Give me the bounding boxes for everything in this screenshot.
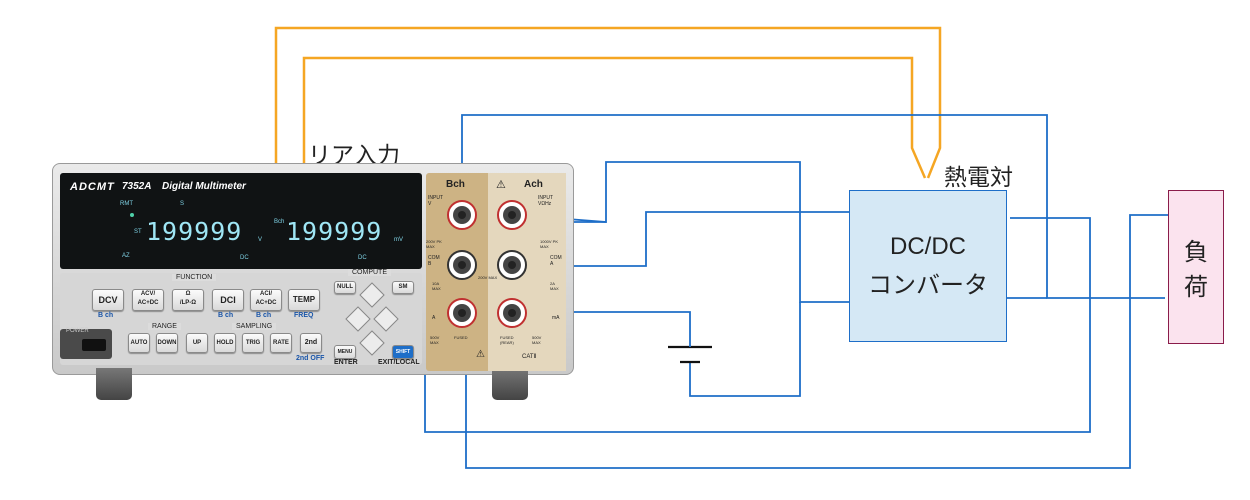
jack-b-input[interactable] <box>447 200 477 230</box>
max-b-amp-label: 10A MAX <box>432 281 441 291</box>
range-group-label: RANGE <box>148 323 181 330</box>
second-function-button[interactable]: 2nd <box>300 333 322 353</box>
v500-b-label: 500V MAX <box>430 335 440 345</box>
jack-a-input[interactable] <box>497 200 527 230</box>
az-indicator: AZ <box>122 253 130 259</box>
wire-a-bottom <box>465 214 1168 469</box>
dci-button[interactable]: DCI <box>212 289 244 311</box>
foot-left <box>96 368 132 400</box>
fused-a-label: FUSED (REAR) <box>500 335 514 345</box>
bch-header: Bch <box>446 179 465 190</box>
trig-button[interactable]: TRIG <box>242 333 264 353</box>
b-mode: DC <box>358 255 367 261</box>
sampling-group-label: SAMPLING <box>232 323 277 330</box>
dcv-sublabel: B ch <box>98 312 114 319</box>
max-mid-label: 200V MAX <box>478 275 498 280</box>
aci-sublabel: B ch <box>256 312 272 319</box>
shift-sublabel: EXIT/LOCAL <box>378 359 420 366</box>
null-button[interactable]: NULL <box>334 281 356 294</box>
load-label-line2: 荷 <box>1184 273 1208 301</box>
model-number: 7352A <box>122 181 152 192</box>
wire-top-loop <box>461 114 1165 299</box>
thermocouple-wire-inner <box>302 56 927 179</box>
menu-sublabel: ENTER <box>334 359 358 366</box>
rate-button[interactable]: RATE <box>270 333 292 353</box>
limit-a-label: 1000V PK MAX <box>540 239 559 249</box>
st-indicator: ST <box>134 229 142 235</box>
instrument-name: Digital Multimeter <box>162 181 246 192</box>
a-unit: V <box>258 237 263 243</box>
second-sublabel: 2nd OFF <box>296 355 325 362</box>
wire-battery-return <box>689 302 801 397</box>
rmt-dot <box>130 213 134 217</box>
arrow-left-icon[interactable] <box>345 306 371 332</box>
acv-button[interactable]: ACV/AC+DC <box>132 289 164 311</box>
arrow-down-icon[interactable] <box>359 330 385 356</box>
down-button[interactable]: DOWN <box>156 333 178 353</box>
limit-b-label: 200V PK MAX <box>426 239 442 249</box>
fused-b-label: FUSED <box>454 335 468 340</box>
amp-a-label: mA <box>552 315 560 321</box>
arrow-right-icon[interactable] <box>373 306 399 332</box>
arrow-up-icon[interactable] <box>359 282 385 308</box>
a-reading: 199999 <box>146 217 243 246</box>
power-label: POWER <box>66 328 89 334</box>
foot-right <box>492 368 528 400</box>
temp-sublabel: FREQ <box>294 312 314 319</box>
arrow-pad[interactable] <box>332 281 412 357</box>
a-mode: DC <box>240 255 249 261</box>
function-group-label: FUNCTION <box>172 274 217 281</box>
max-a-amp-label: 2A MAX <box>550 281 559 291</box>
brand-logo: ADCMT <box>70 181 115 193</box>
wire-b-input <box>477 161 849 303</box>
aci-button[interactable]: ACI/AC+DC <box>250 289 282 311</box>
dcdc-converter-box: DC/DC コンバータ <box>849 190 1007 342</box>
multimeter: ADCMT 7352A Digital Multimeter RMT S ST … <box>52 163 574 400</box>
jack-b-amp[interactable] <box>447 298 477 328</box>
dci-sublabel: B ch <box>218 312 234 319</box>
converter-label-line2: コンバータ <box>868 270 988 299</box>
converter-label-line1: DC/DC <box>890 232 966 260</box>
jack-a-ma[interactable] <box>497 298 527 328</box>
ohm-button[interactable]: Ω/LP-Ω <box>172 289 204 311</box>
jack-com-a[interactable] <box>497 250 527 280</box>
b-unit: mV <box>394 237 403 243</box>
s-indicator: S <box>180 201 185 207</box>
temp-button[interactable]: TEMP <box>288 289 320 311</box>
jacks <box>447 200 527 328</box>
sm-button[interactable]: SM <box>392 281 414 294</box>
dcv-button[interactable]: DCV <box>92 289 124 311</box>
warning-icon-top: ⚠ <box>496 178 506 191</box>
load-box: 負 荷 <box>1168 190 1224 344</box>
display-panel: ADCMT 7352A Digital Multimeter RMT S ST … <box>60 173 422 269</box>
b-channel-label: Bch <box>274 219 285 225</box>
compute-group-label: COMPUTE <box>348 269 391 276</box>
power-switch[interactable] <box>82 339 106 351</box>
up-button[interactable]: UP <box>186 333 208 353</box>
thermocouple-wire-outer <box>274 26 942 179</box>
shift-button[interactable]: SHIFT <box>392 345 414 359</box>
ach-header: Ach <box>524 179 543 190</box>
b-reading: 199999 <box>286 217 383 246</box>
warning-icon-bottom: ⚠ <box>476 349 485 360</box>
amp-b-label: A <box>432 315 436 321</box>
auto-button[interactable]: AUTO <box>128 333 150 353</box>
load-label-line1: 負 <box>1184 238 1208 266</box>
cat-label: CATⅡ <box>522 354 537 360</box>
thermocouple-label: 熱電対 <box>944 165 1013 191</box>
v500-a-label: 500V MAX <box>532 335 542 345</box>
hold-button[interactable]: HOLD <box>214 333 236 353</box>
jack-com-b[interactable] <box>447 250 477 280</box>
rmt-indicator: RMT <box>120 201 133 207</box>
menu-button[interactable]: MENU <box>334 345 356 359</box>
